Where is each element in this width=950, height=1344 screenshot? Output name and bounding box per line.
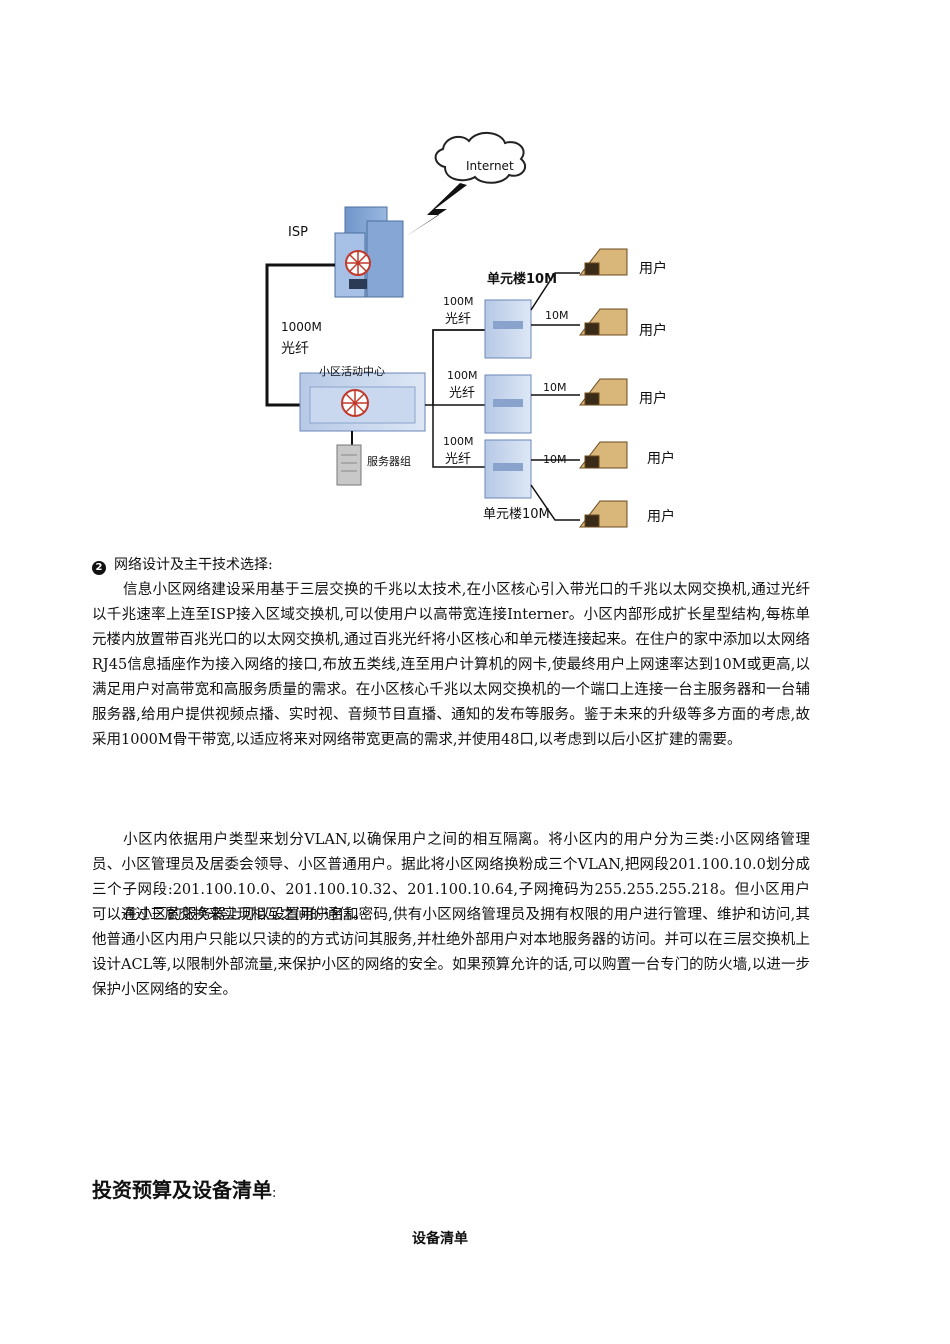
lightning-bolt-icon [405, 183, 467, 237]
paragraph-network-design: 信息小区网络建设采用基于三层交换的千兆以太技术,在小区核心引入带光口的千兆以太网… [92, 582, 810, 748]
equipment-table-caption: 设备清单 [412, 1231, 468, 1247]
building-top-label: 单元楼10M [487, 271, 557, 287]
user-label: 用户 [639, 260, 667, 277]
branch2-speed-label: 100M [447, 369, 478, 382]
branch1-speed-label: 100M [443, 295, 474, 308]
backbone-medium-label: 光纤 [281, 341, 309, 357]
user-link-label: 10M [543, 453, 567, 466]
numbered-bullet-icon: 2 [92, 561, 106, 575]
user-house-icon [578, 500, 628, 528]
branch1-medium-label: 光纤 [445, 312, 471, 327]
user-label: 用户 [639, 322, 667, 339]
network-topology-diagram: Internet ISP 1000M 光纤 小区活动中心 服务器组 100M 光… [265, 132, 675, 528]
paragraph-vlan: 小区内依据用户类型来划分VLAN,以确保用户之间的相互隔离。将小区内的用户分为三… [92, 832, 810, 923]
user-label: 用户 [647, 450, 675, 467]
user-house-icon [578, 378, 628, 406]
server-rack-icon [336, 444, 362, 486]
server-group-label: 服务器组 [367, 454, 411, 468]
internet-label: Internet [466, 159, 514, 173]
backbone-fiber-link [265, 263, 335, 407]
building-switch-icon [484, 299, 532, 359]
user-house-icon [578, 248, 628, 276]
paragraph-security: 在小区的服务器上可以设置用户名和密码,供有小区网络管理员及拥有权限的用户进行管理… [92, 907, 810, 998]
budget-heading-colon: : [272, 1186, 277, 1201]
user-link-label: 10M [545, 309, 569, 322]
building-switch-icon [484, 439, 532, 499]
user-house-icon [578, 441, 628, 469]
branch2-medium-label: 光纤 [449, 386, 475, 401]
isp-building-icon [334, 206, 404, 298]
budget-heading: 投资预算及设备清单: [92, 1174, 276, 1203]
section-heading: 2 网络设计及主干技术选择: [92, 554, 273, 575]
internet-cloud-icon [434, 132, 527, 184]
community-center-switch-icon [299, 372, 426, 432]
building-bottom-label: 单元楼10M [483, 507, 550, 522]
backbone-speed-label: 1000M [281, 320, 322, 334]
section-heading-text: 网络设计及主干技术选择: [114, 557, 273, 573]
user-label: 用户 [639, 390, 667, 407]
budget-heading-text: 投资预算及设备清单 [92, 1178, 272, 1202]
branch3-speed-label: 100M [443, 435, 474, 448]
isp-label: ISP [288, 225, 308, 240]
building-switch-icon [484, 374, 532, 434]
user-link-label: 10M [543, 381, 567, 394]
user-house-icon [578, 308, 628, 336]
branch3-medium-label: 光纤 [445, 452, 471, 467]
community-center-label: 小区活动中心 [319, 365, 385, 378]
user-label: 用户 [647, 508, 675, 525]
